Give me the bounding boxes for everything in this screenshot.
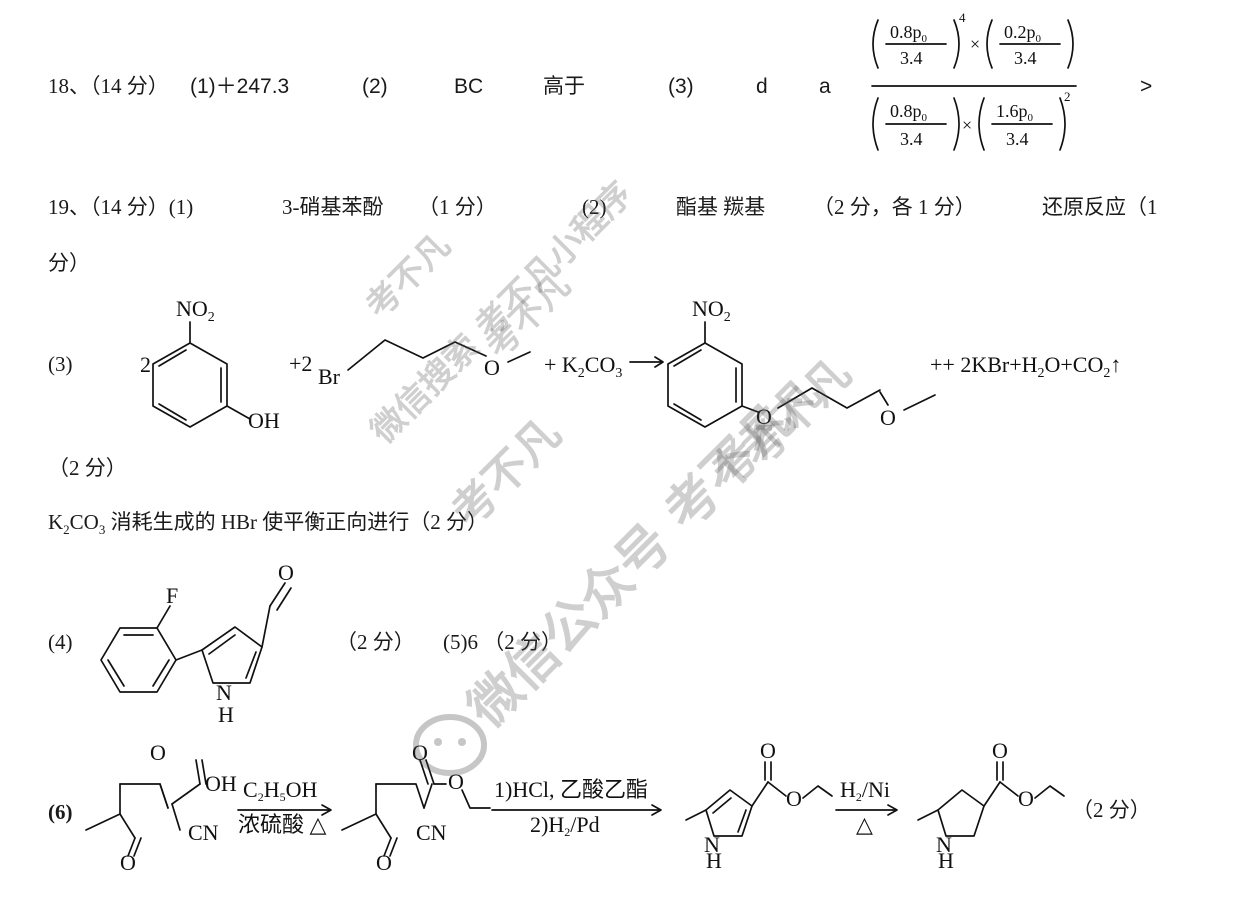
q19-part1-score: （1 分） <box>418 195 497 219</box>
q19-part2-label: (2) <box>582 195 607 219</box>
q19-number: 19、（14 分）(1) <box>48 195 194 219</box>
kp-num-d: 1.6p0 <box>996 101 1034 124</box>
nh-h-label-2: H <box>706 848 722 873</box>
nh-n-label: N <box>216 680 232 705</box>
q19-part5: (5)6 （2 分） <box>443 630 562 654</box>
r3-bottom: △ <box>856 812 873 837</box>
o-label-1: O <box>484 355 500 380</box>
r3-top: H2/Ni <box>840 777 890 804</box>
o-label-ester-6: O <box>1018 786 1034 811</box>
coef-2a: 2 <box>140 352 151 377</box>
kp-exp2: 2 <box>1064 89 1071 104</box>
oh-label: OH <box>248 408 280 433</box>
q19-part3-score: （2 分） <box>48 456 127 480</box>
start-acid-structure: O O OH CN <box>85 740 237 875</box>
pyrrole-ester-structure: N H O O <box>685 738 833 873</box>
q19-part4-label: (4) <box>48 630 73 654</box>
q18-part3-label: (3) <box>668 75 694 98</box>
q18-part2-answer: BC <box>454 75 484 98</box>
o-label-ketone-2: O <box>376 850 392 875</box>
q19-part6-label: (6) <box>48 800 73 824</box>
o-label-ketone-1: O <box>120 850 136 875</box>
o-label-ester-4: O <box>786 786 802 811</box>
q18-part2-answer2: 高于 <box>543 74 585 98</box>
plus-2: +2 <box>289 351 312 376</box>
kp-exp4: 4 <box>959 10 966 25</box>
q18-part3-gt: > <box>1140 75 1153 98</box>
q19-part4-score: （2 分） <box>336 630 415 654</box>
o-label-3: O <box>880 405 896 430</box>
oh-acid-label: OH <box>205 771 237 796</box>
r2-top: 1)HCl, 乙酸乙酯 <box>494 777 648 802</box>
cn-label-2: CN <box>416 820 447 845</box>
nh-h-label-3: H <box>938 848 954 873</box>
q18-part2-label: (2) <box>362 75 388 98</box>
kp-den-b: 3.4 <box>1014 48 1037 68</box>
watermark-3: 微信搜索 考不凡小程序 <box>362 174 640 452</box>
q19-part1-answer: 3-硝基苯酚 <box>282 195 384 219</box>
kp-times1: × <box>970 34 980 54</box>
plus-k2co3: + K2CO3 <box>544 352 622 381</box>
no2-label-1: NO2 <box>176 296 215 325</box>
products-text: ++ 2KBr+H2O+CO2↑ <box>930 352 1121 381</box>
kp-num-c: 0.8p0 <box>890 101 928 124</box>
q19-part2-answer: 酯基 羰基 <box>676 195 766 219</box>
q19-part2-continue: 分） <box>48 251 90 275</box>
o-label-2: O <box>756 404 772 429</box>
q18-part1: (1)＋247.3 <box>190 75 290 98</box>
r1-bottom: 浓硫酸 △ <box>238 812 327 837</box>
o-label-acid: O <box>150 740 166 765</box>
r2-bottom: 2)H2/Pd <box>530 812 600 839</box>
br-label: Br <box>318 364 341 389</box>
r1-top: C2H5OH <box>243 777 317 804</box>
pyrrolidine-ester-structure: N H O O <box>917 738 1065 873</box>
wechat-icon <box>413 714 487 776</box>
o-label-ester-2: O <box>448 769 464 794</box>
o-label-ester-1: O <box>412 740 428 765</box>
q19-part3-label: (3) <box>48 352 73 376</box>
kp-den-c: 3.4 <box>900 129 923 149</box>
kp-den-d: 3.4 <box>1006 129 1029 149</box>
o-label-ester-3: O <box>760 738 776 763</box>
ester-intermediate-structure: O O O CN <box>341 740 491 875</box>
kp-times2: × <box>962 115 972 135</box>
kp-num-b: 0.2p0 <box>1004 22 1042 45</box>
q18-part3-a: a <box>819 75 831 98</box>
q19-part2-score: （2 分，各 1 分） <box>813 195 976 219</box>
q19-k2co3-explanation: K2CO3 消耗生成的 HBr 使平衡正向进行（2 分） <box>48 510 489 538</box>
kp-num-a: 0.8p0 <box>890 22 928 45</box>
q19-part6-score: （2 分） <box>1072 798 1151 822</box>
product-ether-structure: NO2 O O <box>667 296 936 430</box>
cn-label-1: CN <box>188 820 219 845</box>
o-label-ester-5: O <box>992 738 1008 763</box>
watermark-1: 考不凡 <box>358 226 458 326</box>
kp-den-a: 3.4 <box>900 48 923 68</box>
watermark-4: 考不凡 <box>442 408 571 537</box>
no2-label-2: NO2 <box>692 296 731 325</box>
q18-part3-d: d <box>756 75 768 98</box>
nitrophenol-structure: NO2 OH 2 <box>140 296 280 433</box>
nh-n-label-3: N <box>936 832 952 857</box>
f-label: F <box>166 583 178 608</box>
q19-part2-answer2: 还原反应（1 <box>1042 195 1158 219</box>
bromoether-structure: +2 Br O <box>289 339 531 389</box>
o-label-cho: O <box>278 560 294 585</box>
q18-number: 18、（14 分） <box>48 74 169 98</box>
nh-n-label-2: N <box>704 832 720 857</box>
nh-h-label: H <box>218 702 234 727</box>
